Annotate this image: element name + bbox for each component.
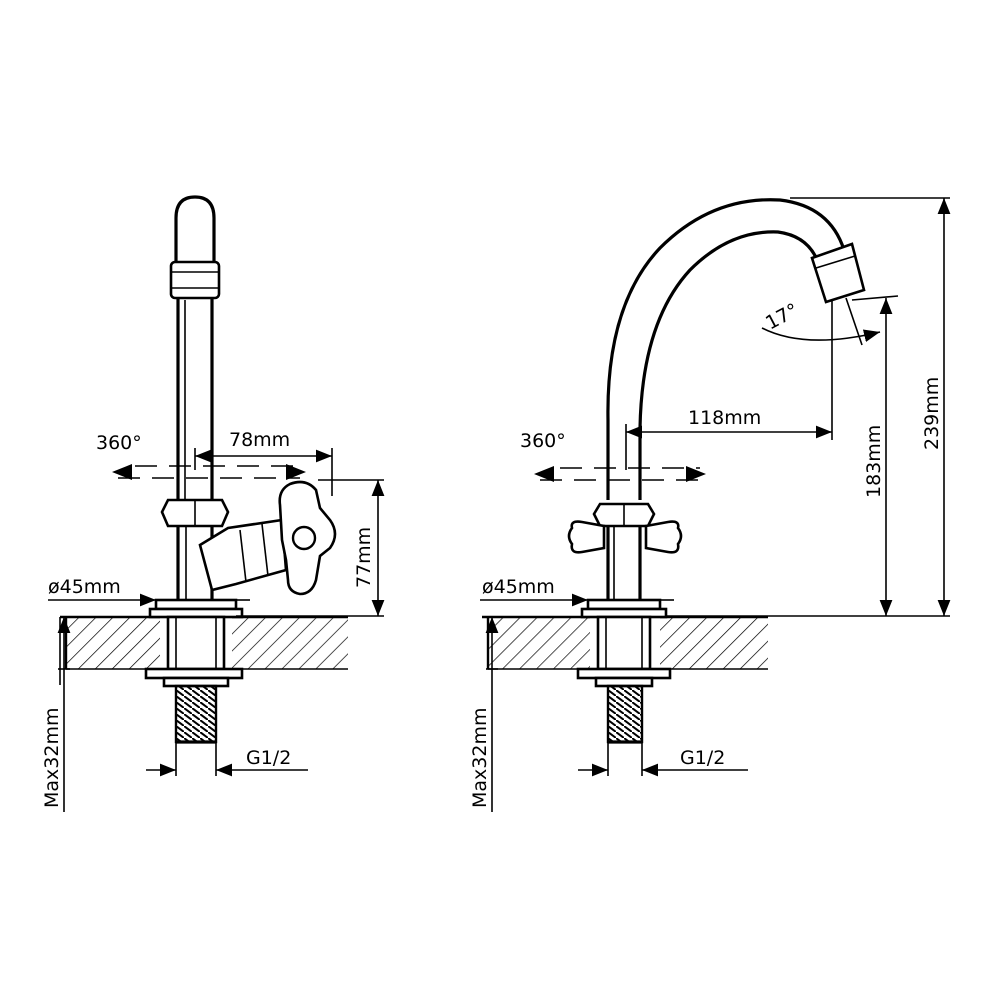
left-rotation-indicator bbox=[112, 464, 306, 480]
right-thread-label: G1/2 bbox=[680, 747, 725, 769]
right-rotation-indicator bbox=[534, 466, 706, 482]
left-reach-label: 78mm bbox=[229, 429, 290, 451]
right-total-height-label: 239mm bbox=[921, 377, 943, 450]
left-thread-label: G1/2 bbox=[246, 747, 291, 769]
left-view: 360° 78mm 77mm ø45mm Max32mm G1/2 bbox=[41, 195, 385, 812]
right-reach-label: 118mm bbox=[688, 407, 761, 429]
left-rotation-label: 360° bbox=[96, 432, 142, 454]
right-spout-height-label: 183mm bbox=[863, 425, 885, 498]
left-max-depth-label: Max32mm bbox=[41, 708, 63, 808]
left-base-diameter-label: ø45mm bbox=[48, 576, 121, 598]
right-angle-label: 17° bbox=[762, 299, 802, 334]
right-faucet-body bbox=[567, 198, 866, 744]
right-rotation-label: 360° bbox=[520, 430, 566, 452]
right-dimensions bbox=[480, 197, 951, 812]
right-max-depth-label: Max32mm bbox=[469, 708, 491, 808]
left-faucet-body bbox=[144, 195, 337, 744]
right-view: 360° 118mm 17° 183mm 239mm ø45mm Max32mm… bbox=[469, 197, 951, 812]
right-base-diameter-label: ø45mm bbox=[482, 576, 555, 598]
left-dimensions bbox=[48, 448, 385, 812]
left-handle-height-label: 77mm bbox=[353, 527, 375, 588]
